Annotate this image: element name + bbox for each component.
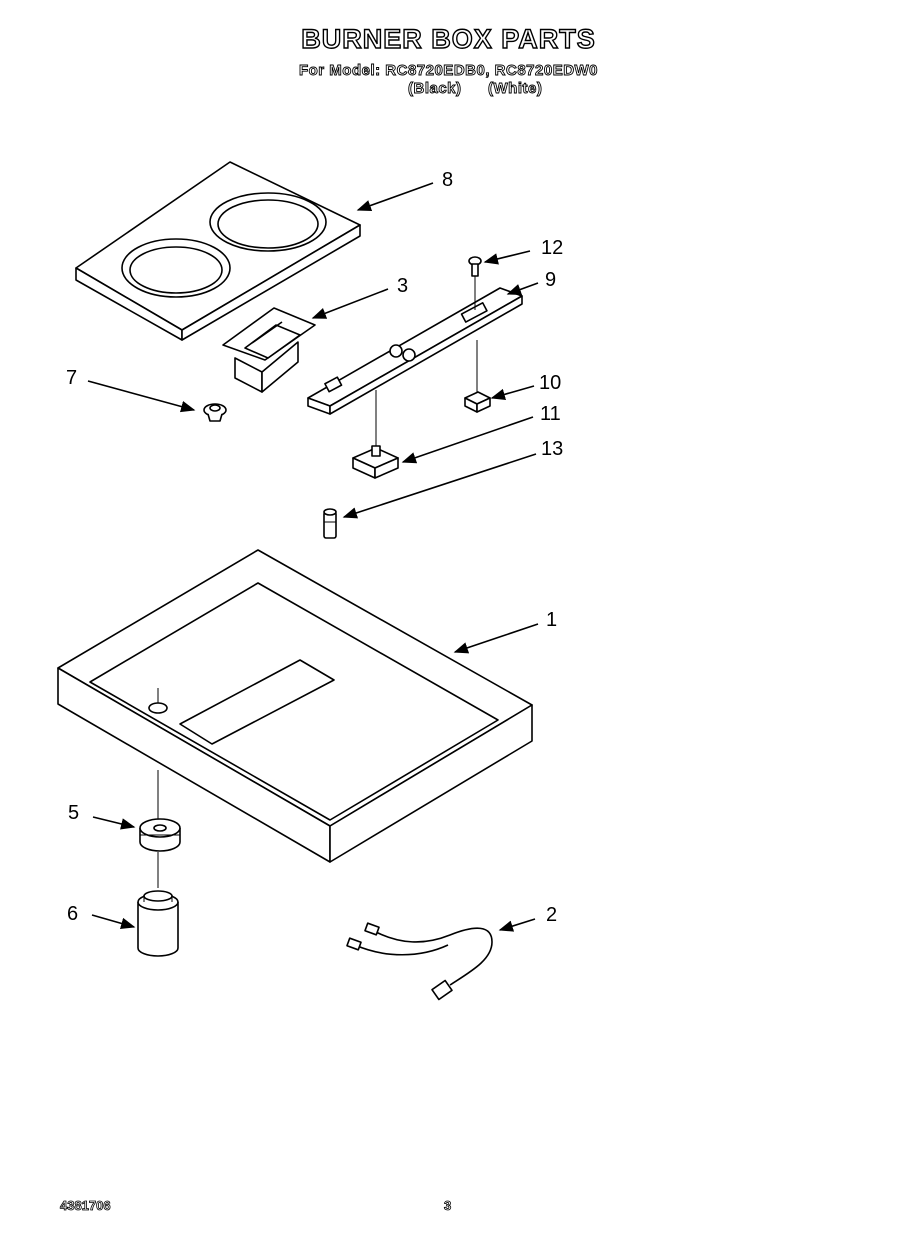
leader-10 [490, 385, 535, 400]
part-7-grommet [203, 403, 227, 422]
callout-7: 7 [66, 367, 77, 389]
document-number: 4381706 [60, 1198, 111, 1214]
leader-3 [311, 288, 389, 319]
leader-1 [453, 623, 539, 654]
part-3-bracket [222, 307, 316, 393]
part-6-jar [137, 890, 179, 957]
leader-7 [87, 380, 196, 413]
part-2-power-cord [346, 922, 493, 1001]
callout-2: 2 [546, 904, 557, 926]
leader-6 [91, 914, 136, 929]
page-title: BURNER BOX PARTS [301, 23, 596, 54]
callout-9: 9 [545, 269, 556, 291]
callout-1: 1 [546, 609, 557, 631]
part-8-cooktop-top [75, 161, 361, 341]
callout-11: 11 [540, 403, 561, 425]
part-11-infinite-switch [352, 390, 399, 479]
part-9-control-panel [307, 287, 523, 415]
leader-5 [92, 816, 136, 830]
part-13-post [323, 508, 337, 539]
leader-11 [401, 416, 534, 464]
part-10-switch [464, 340, 491, 413]
leader-13 [342, 453, 537, 519]
part-12-screw [468, 256, 482, 310]
variant-black-label: (Black) [408, 80, 462, 98]
callout-6: 6 [67, 903, 78, 925]
variant-white-label: (White) [488, 80, 543, 98]
leader-8 [356, 182, 434, 212]
leader-9 [506, 282, 539, 295]
model-subtitle: For Model: RC8720EDB0, RC8720EDW0 [298, 62, 599, 80]
callout-10: 10 [539, 372, 561, 394]
part-5-bushing [139, 818, 181, 888]
callout-8: 8 [442, 169, 453, 191]
leader-12 [483, 250, 531, 265]
callout-13: 13 [541, 438, 563, 460]
callout-3: 3 [397, 275, 408, 297]
part-1-burner-box [57, 549, 533, 863]
callout-12: 12 [541, 237, 563, 259]
page-number: 3 [444, 1198, 452, 1214]
callout-5: 5 [68, 802, 79, 824]
leader-2 [498, 918, 536, 932]
